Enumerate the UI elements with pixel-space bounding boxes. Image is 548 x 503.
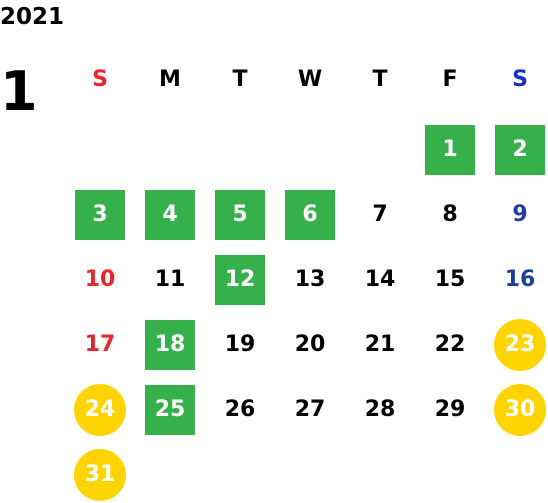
calendar-day-15[interactable]: 15 <box>434 267 466 292</box>
weekday-sat: S <box>512 67 528 92</box>
calendar-day-4[interactable]: 4 <box>145 190 195 240</box>
calendar-day-17[interactable]: 17 <box>84 332 116 357</box>
calendar-day-16[interactable]: 16 <box>504 267 536 292</box>
calendar-day-26[interactable]: 26 <box>224 397 256 422</box>
calendar-day-25[interactable]: 25 <box>145 385 195 435</box>
calendar-day-11[interactable]: 11 <box>154 267 186 292</box>
calendar-day-27[interactable]: 27 <box>294 397 326 422</box>
calendar-day-9[interactable]: 9 <box>512 202 528 227</box>
calendar-day-21[interactable]: 21 <box>364 332 396 357</box>
calendar-day-10[interactable]: 10 <box>84 267 116 292</box>
calendar-day-22[interactable]: 22 <box>434 332 466 357</box>
weekday-fri: F <box>442 67 458 92</box>
weekday-tue: T <box>232 67 248 92</box>
weekday-mon: M <box>159 67 181 92</box>
calendar-day-2[interactable]: 2 <box>495 125 545 175</box>
calendar-month: 1 <box>0 60 38 123</box>
calendar-day-6[interactable]: 6 <box>285 190 335 240</box>
calendar-day-14[interactable]: 14 <box>364 267 396 292</box>
calendar-day-20[interactable]: 20 <box>294 332 326 357</box>
calendar-year: 2021 <box>0 4 65 30</box>
calendar-day-12[interactable]: 12 <box>215 255 265 305</box>
calendar-day-31[interactable]: 31 <box>74 449 126 501</box>
calendar-day-30[interactable]: 30 <box>494 384 546 436</box>
calendar-day-24[interactable]: 24 <box>74 384 126 436</box>
weekday-wed: W <box>297 67 323 92</box>
calendar-day-3[interactable]: 3 <box>75 190 125 240</box>
calendar-day-1[interactable]: 1 <box>425 125 475 175</box>
calendar-day-19[interactable]: 19 <box>224 332 256 357</box>
calendar-day-7[interactable]: 7 <box>372 202 388 227</box>
calendar-day-8[interactable]: 8 <box>442 202 458 227</box>
weekday-sun: S <box>92 67 108 92</box>
calendar-day-13[interactable]: 13 <box>294 267 326 292</box>
calendar-day-18[interactable]: 18 <box>145 320 195 370</box>
calendar-day-28[interactable]: 28 <box>364 397 396 422</box>
weekday-thu: T <box>372 67 388 92</box>
calendar-day-29[interactable]: 29 <box>434 397 466 422</box>
calendar-day-23[interactable]: 23 <box>494 319 546 371</box>
calendar-day-5[interactable]: 5 <box>215 190 265 240</box>
